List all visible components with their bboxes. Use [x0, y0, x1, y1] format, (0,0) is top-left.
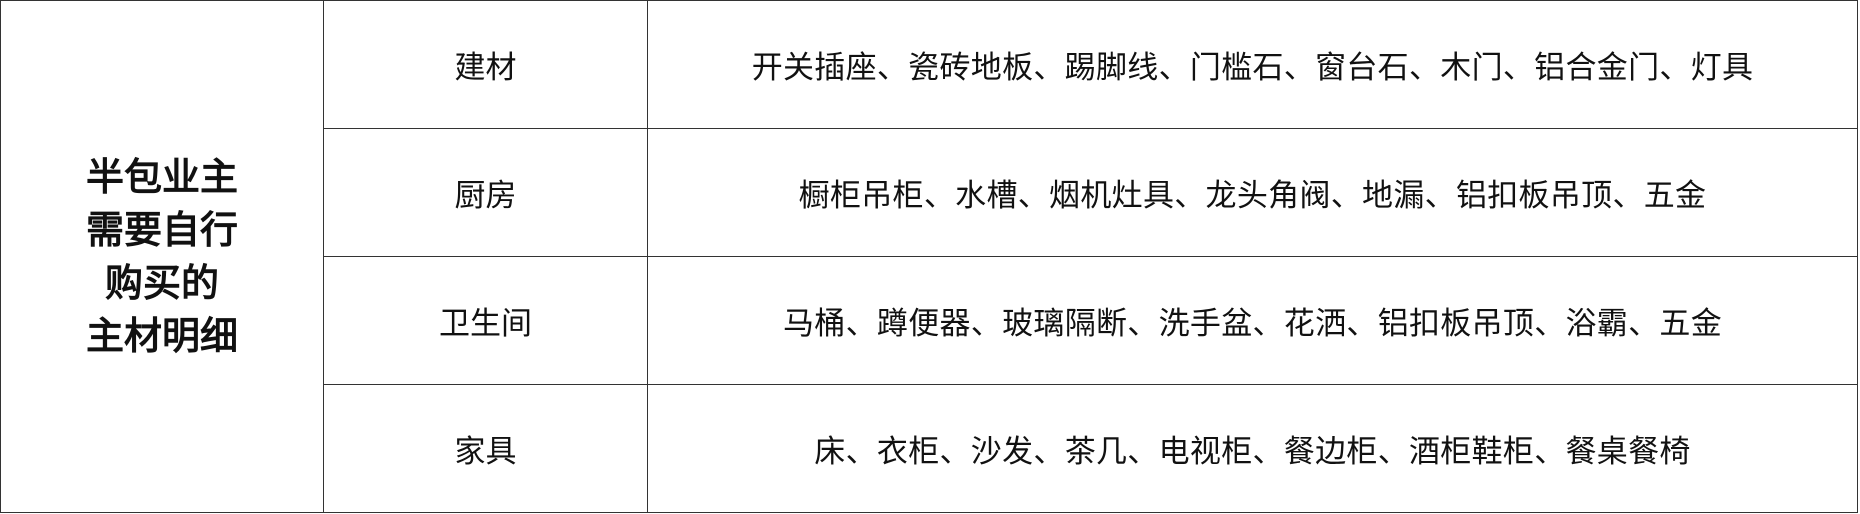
- category-cell-building-materials: 建材: [323, 0, 648, 129]
- category-cell-kitchen: 厨房: [323, 128, 648, 257]
- table-header-cell: 半包业主 需要自行 购买的 主材明细: [0, 0, 324, 513]
- category-cell-furniture: 家具: [323, 384, 648, 513]
- table-row-furniture: 家具 床、衣柜、沙发、茶几、电视柜、餐边柜、酒柜鞋柜、餐桌餐椅: [1, 384, 1858, 513]
- items-cell-building-materials: 开关插座、瓷砖地板、踢脚线、门槛石、窗台石、木门、铝合金门、灯具: [647, 0, 1858, 129]
- table-row-kitchen: 厨房 橱柜吊柜、水槽、烟机灶具、龙头角阀、地漏、铝扣板吊顶、五金: [1, 128, 1858, 257]
- header-line-4: 主材明细: [85, 313, 238, 358]
- header-line-1: 半包业主: [85, 154, 238, 199]
- header-line-3: 购买的: [104, 260, 219, 305]
- items-cell-bathroom: 马桶、蹲便器、玻璃隔断、洗手盆、花洒、铝扣板吊顶、浴霸、五金: [647, 256, 1858, 385]
- header-line-2: 需要自行: [85, 207, 238, 252]
- items-cell-kitchen: 橱柜吊柜、水槽、烟机灶具、龙头角阀、地漏、铝扣板吊顶、五金: [647, 128, 1858, 257]
- category-cell-bathroom: 卫生间: [323, 256, 648, 385]
- items-cell-furniture: 床、衣柜、沙发、茶几、电视柜、餐边柜、酒柜鞋柜、餐桌餐椅: [647, 384, 1858, 513]
